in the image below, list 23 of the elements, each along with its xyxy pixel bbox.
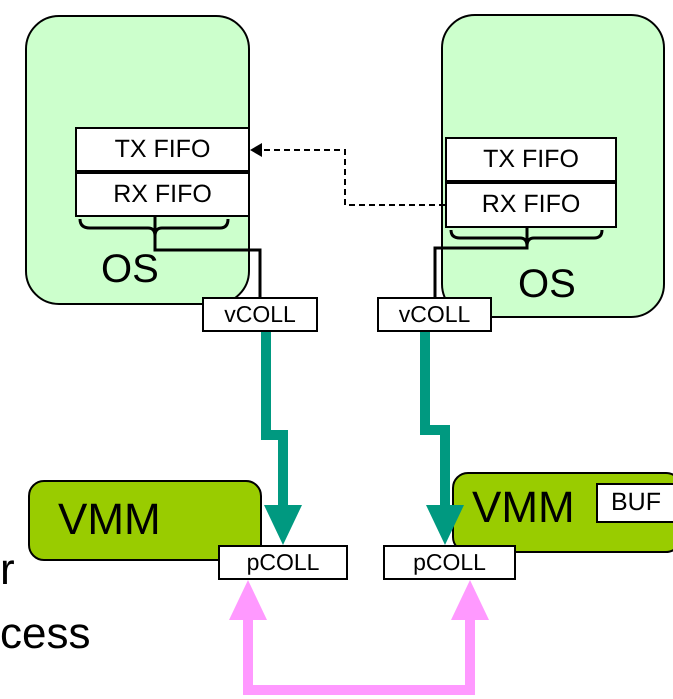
thick-arrow <box>420 332 464 545</box>
coll-box: vCOLL <box>202 297 318 332</box>
box-label: VMM <box>58 498 161 542</box>
box-label: OS <box>101 249 159 289</box>
connector-line <box>434 228 528 297</box>
coll-box: pCOLL <box>218 545 348 580</box>
fifo-box: TX FIFO <box>75 127 250 172</box>
thick-arrow <box>261 332 302 545</box>
partial-text: cess <box>0 612 90 656</box>
thick-arrow <box>229 580 489 695</box>
buffer-box: BUF <box>596 483 673 523</box>
dashed-arrow <box>250 143 445 206</box>
connector-line <box>154 217 262 297</box>
fifo-box: RX FIFO <box>445 182 617 228</box>
fifo-box: RX FIFO <box>75 172 250 217</box>
fifo-box: TX FIFO <box>445 137 617 182</box>
box-label: OS <box>518 264 576 304</box>
box-label: VMM <box>472 486 575 530</box>
vmm-box <box>452 472 673 553</box>
os-box <box>25 15 250 305</box>
partial-text: r <box>0 548 15 592</box>
coll-box: pCOLL <box>383 545 516 580</box>
coll-box: vCOLL <box>377 297 492 332</box>
